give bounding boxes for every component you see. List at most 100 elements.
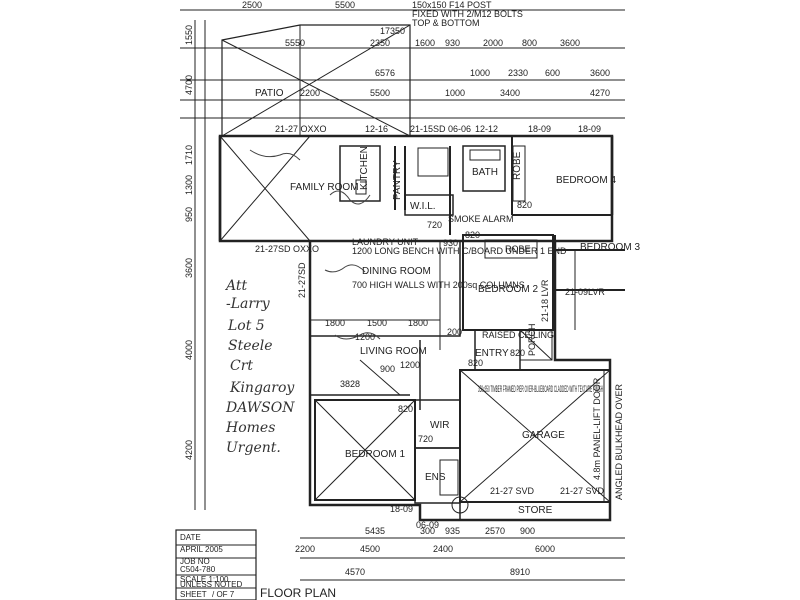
dim-top: 2330 — [508, 68, 528, 78]
room-entry: ENTRY — [475, 348, 509, 359]
beam-label: 21-27SD — [297, 262, 307, 298]
dim-top: 3400 — [500, 88, 520, 98]
dim-bottom: 2200 — [295, 544, 315, 554]
handwritten-line: Urgent. — [226, 440, 281, 456]
dim-top: 4270 — [590, 88, 610, 98]
dim-left: 4200 — [184, 440, 194, 460]
dim-top: 1000 — [470, 68, 490, 78]
dim-top: 5550 — [285, 38, 305, 48]
dim-top: 5500 — [370, 88, 390, 98]
dim-bottom: 4570 — [345, 567, 365, 577]
dim-interior: 1200 — [400, 360, 420, 370]
post-note-3: TOP & BOTTOM — [412, 18, 480, 28]
handwritten-line: Att — [224, 278, 247, 294]
beam-label: 21-27 OXXO — [275, 124, 327, 134]
scale-label: SCALE 1:100 — [180, 575, 229, 584]
beam-label: 18-09 — [528, 124, 551, 134]
beam-label: 12-12 — [475, 124, 498, 134]
dim-bottom: 4500 — [360, 544, 380, 554]
dim-bottom: 2400 — [433, 544, 453, 554]
beam-label: 06-06 — [448, 124, 471, 134]
dim-interior: 1200 — [355, 332, 375, 342]
dim-top: 2350 — [370, 38, 390, 48]
dim-top: 6576 — [375, 68, 395, 78]
raised-ceiling: RAISED CEILING — [482, 330, 554, 340]
laundry-note: 1200 LONG BENCH WITH C/BOARD UNDER 1 END — [352, 246, 567, 256]
dim-interior: 820 — [468, 358, 483, 368]
room-family: FAMILY ROOM — [290, 182, 359, 193]
beam-label: 06-09 — [416, 520, 439, 530]
dim-top: 2200 — [300, 88, 320, 98]
dim-bottom: 300 — [420, 526, 435, 536]
dim-interior: 820 — [465, 230, 480, 240]
dim-left: 1550 — [184, 25, 194, 45]
walls-note: 700 HIGH WALLS WITH 200sq COLUMNS — [352, 280, 525, 290]
dim-interior: 3828 — [340, 379, 360, 389]
beam-label: 21-27 SVD — [490, 486, 535, 496]
dim-top: 3600 — [590, 68, 610, 78]
dim-left: 4000 — [184, 340, 194, 360]
dim-interior: 930 — [443, 238, 458, 248]
room-wir: WIR — [430, 420, 449, 431]
dim-top: 930 — [445, 38, 460, 48]
room-bedroom3: BEDROOM 3 — [580, 242, 640, 253]
handwritten-line: Steele — [228, 338, 273, 354]
plan-title: FLOOR PLAN — [260, 586, 336, 600]
dim-interior: 820 — [510, 348, 525, 358]
unless-noted: UNLESS NOTED — [180, 580, 242, 589]
dim-interior: 1800 — [408, 318, 428, 328]
dim-top: 600 — [545, 68, 560, 78]
dim-interior: 720 — [427, 220, 442, 230]
room-bedroom4: BEDROOM 4 — [556, 175, 616, 186]
room-garage: GARAGE — [522, 430, 565, 441]
dim-top: 17350 — [380, 26, 405, 36]
room-robe2: ROBE — [505, 244, 531, 254]
dim-left: 1710 — [184, 145, 194, 165]
room-ens: ENS — [425, 472, 446, 483]
beam-label: 18-09 — [390, 504, 413, 514]
dim-left: 950 — [184, 207, 194, 222]
post-note-2: FIXED WITH 2/M12 BOLTS — [412, 9, 523, 19]
job-label: JOB NO — [180, 557, 210, 566]
room-bath: BATH — [472, 167, 498, 178]
dim-top: 3600 — [560, 38, 580, 48]
dim-left: 3600 — [184, 258, 194, 278]
dim-interior: 900 — [380, 364, 395, 374]
dim-interior: 1500 — [367, 318, 387, 328]
beam-label: 18-09 — [578, 124, 601, 134]
dim-bottom: 6000 — [535, 544, 555, 554]
room-patio: PATIO — [255, 88, 284, 99]
dim-bottom: 5435 — [365, 526, 385, 536]
room-pantry: PANTRY — [392, 160, 403, 200]
dim-interior: 1800 — [325, 318, 345, 328]
room-store: STORE — [518, 505, 553, 516]
dim-bottom: 900 — [520, 526, 535, 536]
dim-top: 1600 — [415, 38, 435, 48]
room-bedroom1: BEDROOM 1 — [345, 449, 405, 460]
garage-door: 4.8m PANEL-LIFT DOOR — [592, 377, 602, 480]
job-value: C504-780 — [180, 565, 216, 574]
beam-label: 12-16 — [365, 124, 388, 134]
sheet-label: SHEET — [180, 590, 207, 599]
dim-bottom: 8910 — [510, 567, 530, 577]
beam-label: 21-09LVR — [565, 287, 605, 297]
post-note-1: 150x150 F14 POST — [412, 0, 492, 10]
dim-interior: 200 — [447, 327, 462, 337]
handwritten-line: -Larry — [226, 296, 271, 312]
dim-top: 2500 — [242, 0, 262, 10]
room-kitchen: KITCHEN — [359, 146, 370, 190]
room-living: LIVING ROOM — [360, 346, 427, 357]
date-value: APRIL 2005 — [180, 545, 223, 554]
dim-top: 5500 — [335, 0, 355, 10]
dim-top: 800 — [522, 38, 537, 48]
beam-label: 21-18 LVR — [540, 279, 550, 322]
room-robe: ROBE — [512, 151, 523, 180]
dim-bottom: 935 — [445, 526, 460, 536]
dim-left: 4700 — [184, 75, 194, 95]
room-wil: W.I.L. — [410, 201, 436, 212]
dim-interior: 720 — [418, 434, 433, 444]
room-bedroom2: BEDROOM 2 — [478, 284, 538, 295]
dim-left: 1300 — [184, 175, 194, 195]
